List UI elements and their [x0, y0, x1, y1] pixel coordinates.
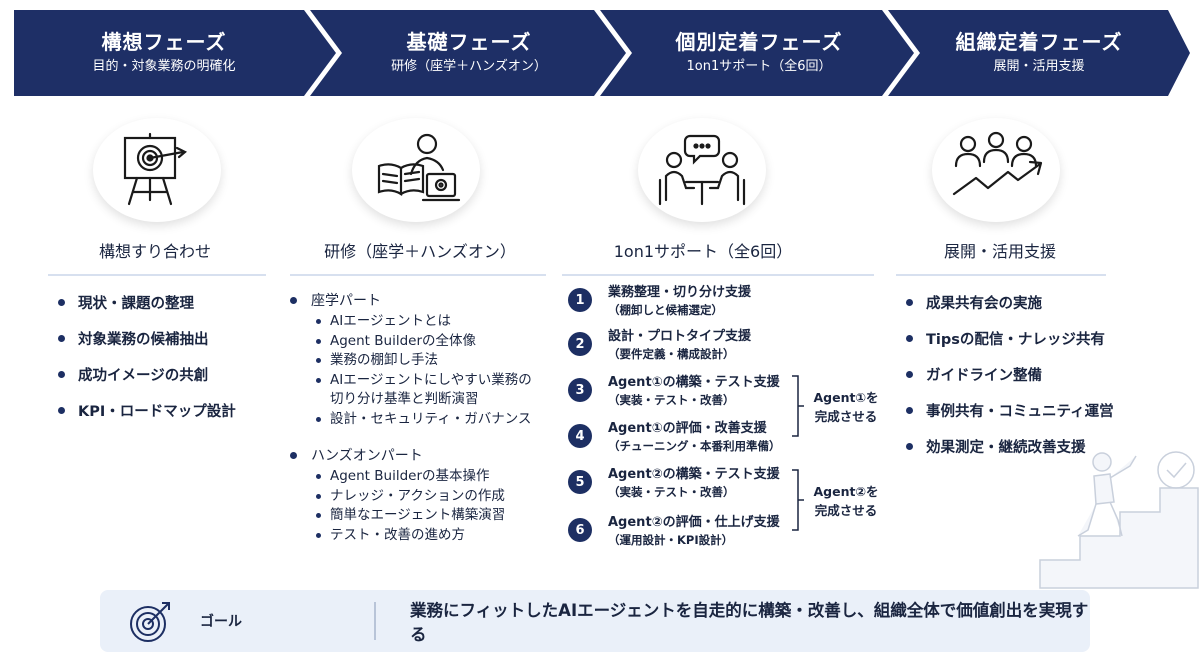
phase-title: 基礎フェーズ: [406, 30, 532, 54]
training-book-laptop-icon: [352, 118, 480, 222]
step-title: Agent②の評価・仕上げ支援: [608, 515, 780, 530]
target-easel-icon: [93, 118, 221, 222]
step-detail: （棚卸しと候補選定）: [608, 303, 723, 317]
list-item: KPI・ロードマップ設計: [58, 392, 278, 428]
step-number: 5: [568, 470, 592, 494]
step-number: 6: [568, 518, 592, 542]
list-item: AIエージェントにしやすい業務の 切り分け基準と判断演習: [316, 371, 540, 410]
phase-4: 組織定着フェーズ 展開・活用支援: [904, 10, 1174, 96]
step-detail: （チューニング・本番利用準備）: [608, 439, 781, 453]
list-item: 成果共有会の実施: [906, 284, 1146, 320]
phase-2: 基礎フェーズ 研修（座学＋ハンズオン）: [324, 10, 614, 96]
step-title: 設計・プロトタイプ支援: [608, 329, 752, 344]
phase-subtitle: 研修（座学＋ハンズオン）: [391, 59, 547, 74]
divider: [48, 274, 266, 276]
list-item: 効果測定・継続改善支援: [906, 428, 1146, 464]
phase-title: 組織定着フェーズ: [955, 30, 1123, 54]
phase-chevrons: [14, 10, 1190, 96]
phase-title: 構想フェーズ: [101, 30, 227, 54]
phase-subtitle: 目的・対象業務の明確化: [92, 59, 236, 74]
column-label: 展開・活用支援: [943, 242, 1056, 261]
support-step: 1 業務整理・切り分け支援 （棚卸しと候補選定）: [568, 284, 788, 324]
step-title: 業務整理・切り分け支援: [608, 285, 752, 300]
list-item: ナレッジ・アクションの作成: [316, 487, 540, 507]
deployment-list: 成果共有会の実施 Tipsの配信・ナレッジ共有 ガイドライン整備 事例共有・コミ…: [906, 284, 1146, 464]
step-detail: （実装・テスト・改善）: [608, 393, 735, 407]
step-detail: （実装・テスト・改善）: [608, 485, 735, 499]
support-step: 2 設計・プロトタイプ支援 （要件定義・構成設計）: [568, 328, 788, 368]
step-number: 2: [568, 332, 592, 356]
step-title: Agent①の構築・テスト支援: [608, 375, 780, 390]
support-step: 3 Agent①の構築・テスト支援 （実装・テスト・改善）: [568, 374, 788, 414]
goal-label: ゴール: [200, 614, 242, 630]
concept-list: 現状・課題の整理 対象業務の候補抽出 成功イメージの共創 KPI・ロードマップ設…: [58, 284, 278, 428]
divider: [562, 274, 874, 276]
list-item: 簡単なエージェント構築演習: [316, 506, 540, 526]
list-item: 設計・セキュリティ・ガバナンス: [316, 410, 540, 430]
phase-band: 構想フェーズ 目的・対象業務の明確化 基礎フェーズ 研修（座学＋ハンズオン） 個…: [14, 10, 1190, 96]
list-item: ガイドライン整備: [906, 356, 1146, 392]
phase-1: 構想フェーズ 目的・対象業務の明確化: [14, 10, 314, 96]
target-arrow-icon: [130, 602, 170, 642]
training-list: 座学パート AIエージェントとは Agent Builderの全体像 業務の棚卸…: [290, 290, 540, 545]
step-number: 4: [568, 424, 592, 448]
column-label: 1on1サポート（全6回）: [613, 242, 793, 261]
divider: [290, 274, 546, 276]
column-label: 研修（座学＋ハンズオン）: [324, 242, 516, 261]
list-item: テスト・改善の進め方: [316, 526, 540, 546]
list-item: 業務の棚卸し手法: [316, 351, 540, 371]
goal-separator: [374, 602, 376, 640]
divider: [896, 274, 1106, 276]
list-item: 対象業務の候補抽出: [58, 320, 278, 356]
step-detail: （要件定義・構成設計）: [608, 347, 735, 361]
list-item: 成功イメージの共創: [58, 356, 278, 392]
bracket-label: Agent②を完成させる: [813, 484, 879, 518]
step-number: 3: [568, 378, 592, 402]
person-climbing-stairs-icon: [1039, 451, 1199, 589]
phase-title: 個別定着フェーズ: [675, 30, 843, 54]
goal-bar: ゴール 業務にフィットしたAIエージェントを自走的に構築・改善し、組織全体で価値…: [100, 590, 1090, 652]
list-item: 事例共有・コミュニティ運営: [906, 392, 1146, 428]
step-title: Agent②の構築・テスト支援: [608, 467, 780, 482]
list-item: 現状・課題の整理: [58, 284, 278, 320]
support-step: 4 Agent①の評価・改善支援 （チューニング・本番利用準備）: [568, 420, 788, 460]
column-label: 構想すり合わせ: [98, 242, 211, 261]
goal-text: 業務にフィットしたAIエージェントを自走的に構築・改善し、組織全体で価値創出を実…: [410, 601, 1089, 644]
phase-subtitle: 1on1サポート（全6回）: [686, 59, 832, 74]
step-number: 1: [568, 288, 592, 312]
bracket-label: Agent①を完成させる: [813, 390, 879, 424]
step-title: Agent①の評価・改善支援: [608, 421, 767, 436]
list-item: Agent Builderの基本操作: [316, 467, 540, 487]
phase-3: 個別定着フェーズ 1on1サポート（全6回）: [614, 10, 904, 96]
list-item: Tipsの配信・ナレッジ共有: [906, 320, 1146, 356]
section-title: 座学パート: [290, 290, 540, 310]
bracket-lines: [792, 375, 804, 531]
support-step: 6 Agent②の評価・仕上げ支援 （運用設計・KPI設計）: [568, 514, 788, 554]
meeting-two-people-icon: [638, 118, 766, 222]
team-growth-arrow-icon: [932, 118, 1060, 222]
phase-subtitle: 展開・活用支援: [993, 59, 1085, 74]
section-title: ハンズオンパート: [290, 445, 540, 465]
list-item: AIエージェントとは: [316, 312, 540, 332]
step-detail: （運用設計・KPI設計）: [608, 533, 734, 547]
support-step: 5 Agent②の構築・テスト支援 （実装・テスト・改善）: [568, 466, 788, 506]
list-item: Agent Builderの全体像: [316, 332, 540, 352]
